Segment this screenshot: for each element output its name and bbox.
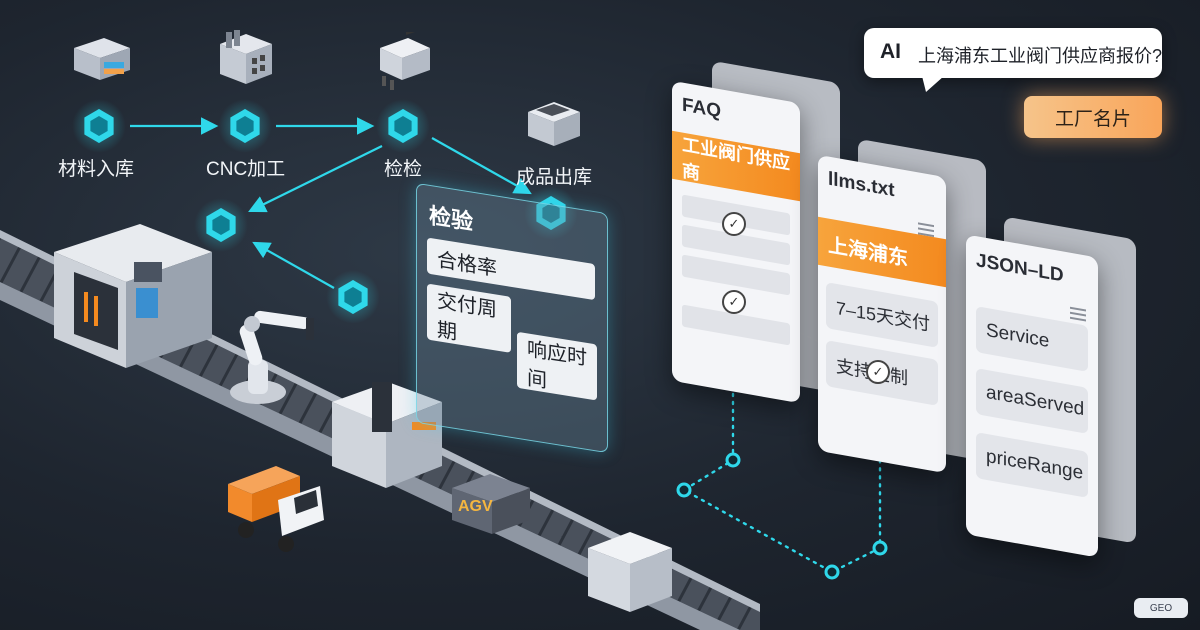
flow-node-marker bbox=[206, 208, 236, 242]
llms-panel-title: llms.txt bbox=[828, 168, 895, 202]
jsonld-item-price-range: priceRange bbox=[976, 432, 1088, 498]
llms-panel: llms.txt 上海浦东 7–15天交付 支持定制 bbox=[818, 154, 946, 474]
metric-delivery-cycle: 交付周期 bbox=[427, 283, 511, 353]
warehouse-icon bbox=[68, 34, 134, 82]
shipping-crate-icon bbox=[522, 96, 584, 150]
robot-arm-icon bbox=[222, 300, 332, 410]
menu-icon bbox=[1070, 306, 1086, 322]
check-icon: ✓ bbox=[866, 360, 890, 384]
inspection-panel: 检验 合格率 交付周期 响应时间 bbox=[416, 182, 608, 454]
agv-box: AGV bbox=[448, 468, 534, 538]
ai-question: 上海浦东工业阀门供应商报价? bbox=[918, 46, 1163, 66]
cnc-machine-icon bbox=[214, 28, 278, 86]
jsonld-panel: JSON–LD Service areaServed priceRange bbox=[966, 234, 1098, 558]
inspection-device-icon bbox=[372, 26, 434, 94]
check-icon: ✓ bbox=[722, 212, 746, 236]
inspection-panel-title: 检验 bbox=[429, 202, 474, 235]
flow-node-label: 检检 bbox=[384, 159, 423, 180]
corner-badge: GEO bbox=[1134, 598, 1188, 618]
agv-label: AGV bbox=[458, 498, 493, 515]
agv-truck-icon bbox=[222, 460, 328, 552]
flow-node-label: CNC加工 bbox=[206, 159, 286, 180]
metric-response-time: 响应时间 bbox=[517, 331, 597, 401]
flow-node-marker bbox=[536, 196, 566, 230]
faq-panel: FAQ 工业阀门供应商 bbox=[672, 80, 800, 404]
flow-node-label: 材料入库 bbox=[58, 159, 135, 180]
faq-highlight: 工业阀门供应商 bbox=[672, 130, 800, 202]
llms-item-delivery: 7–15天交付 bbox=[826, 282, 938, 348]
check-icon: ✓ bbox=[722, 290, 746, 314]
faq-panel-title: FAQ bbox=[682, 94, 722, 123]
cnc-machine-icon bbox=[44, 222, 214, 372]
flow-node-label: 成品出库 bbox=[516, 167, 593, 188]
ai-question-bubble: AI 上海浦东工业阀门供应商报价? bbox=[864, 28, 1163, 92]
jsonld-panel-title: JSON–LD bbox=[976, 250, 1064, 287]
jsonld-item-area-served: areaServed bbox=[976, 368, 1088, 434]
ai-label: AI bbox=[880, 40, 901, 63]
factory-card-button[interactable]: 工厂名片 bbox=[1024, 96, 1162, 138]
packaging-machine-icon bbox=[584, 526, 676, 616]
bubble-tail bbox=[922, 76, 944, 92]
inspection-device-icon bbox=[326, 372, 446, 492]
